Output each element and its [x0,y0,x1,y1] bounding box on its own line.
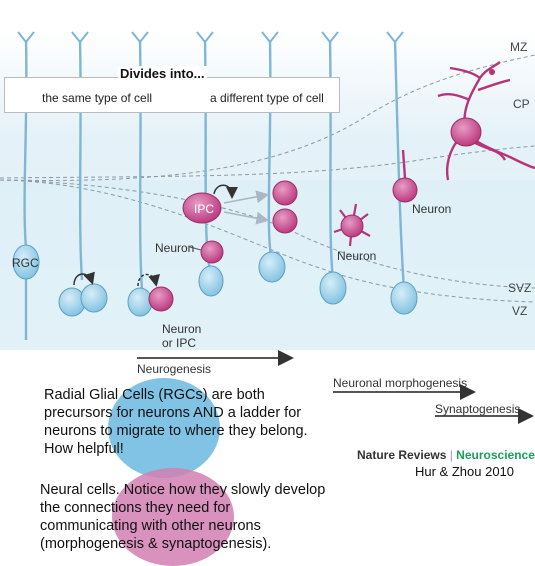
neuron-pointer [189,246,202,251]
legend-different-type-label: a different type of cell [210,91,324,105]
different-type-division-arrow [137,273,160,287]
rgc-description: Radial Glial Cells (RGCs) are both precu… [44,387,308,457]
mz-boundary-line [0,54,535,181]
zone-label-cp: CP [513,97,530,111]
neuron-label-left: Neuron [155,241,195,255]
multipolar-neuron [333,203,371,247]
migrating-neuron [392,177,418,203]
radial-glia-endfeet [17,31,404,44]
rgc-cell [319,271,347,305]
zone-label-mz: MZ [510,40,528,54]
journal-section: Neuroscience [456,448,535,462]
neuron-highlight-blob [112,468,234,566]
neuron-or-ipc-label-line1: Neuron [162,322,202,336]
neuron-cell [200,240,224,264]
rgc-cell [127,287,153,317]
rgc-cell [258,251,286,283]
citation: Hur & Zhou 2010 [415,464,515,479]
rgc-daughter-cell [80,283,108,313]
journal-separator: | [446,448,457,462]
zone-label-vz: VZ [512,304,528,318]
zone-label-svz: SVZ [508,281,532,295]
rgc-cell [12,244,40,280]
rgc-cell [390,281,418,315]
ipc-output-arrow [223,190,270,204]
journal-credit: Nature Reviews | Neuroscience [357,446,535,464]
neuron-or-ipc-label-line2: or IPC [162,336,197,350]
mature-neuron-soma [450,117,482,147]
rgc-label: RGC [12,256,39,270]
rgc-cell [198,265,224,297]
neural-cells-description: Neural cells. Notice how they slowly dev… [40,482,326,552]
ipc-label: IPC [194,202,215,216]
morphogenesis-label: Neuronal morphogenesis [333,376,468,390]
legend-same-type-label: the same type of cell [42,91,153,105]
legend-title: Divides into... [118,66,207,81]
svz-boundary-line [0,179,535,289]
same-type-division-arrow [73,271,95,286]
neuron-cell [272,208,298,234]
vz-boundary-line [0,179,535,303]
ipc-self-division-arrow [213,184,238,199]
rgc-highlight-blob [108,378,220,478]
ipc-cell [182,192,222,224]
ipc-output-arrow [223,211,270,225]
journal-name: Nature Reviews [357,448,447,462]
neuron-label-right: Neuron [412,202,452,216]
neuron-or-ipc-cell [148,286,174,312]
neurogenesis-label: Neurogenesis [137,362,212,376]
synaptogenesis-label: Synaptogenesis [435,402,521,416]
neuron-label-mid: Neuron [337,249,377,263]
neuron-cell [272,180,298,206]
